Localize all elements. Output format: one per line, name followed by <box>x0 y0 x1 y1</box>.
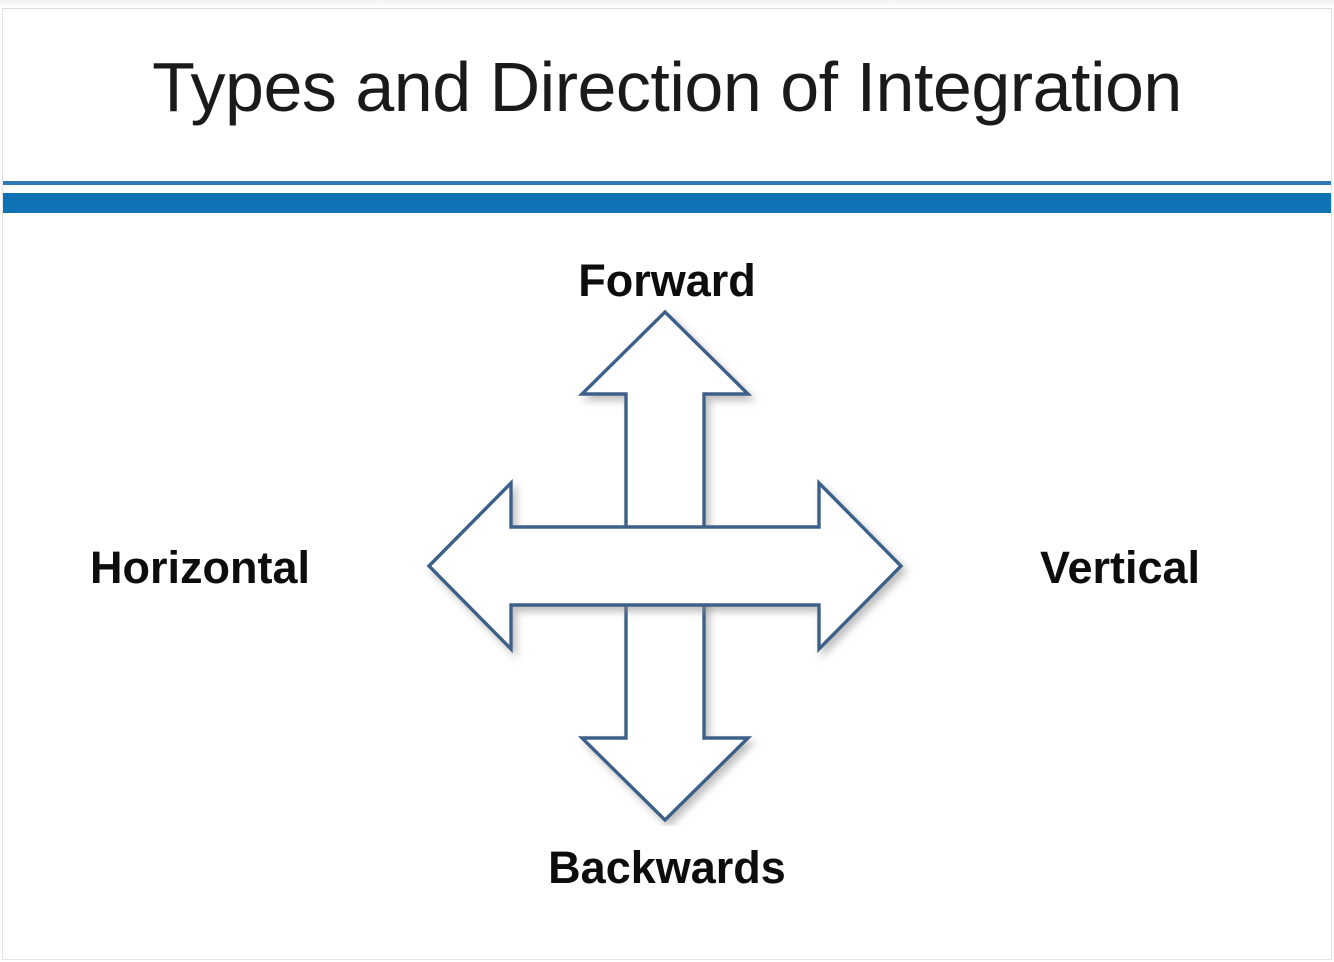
title-block: Types and Direction of Integration <box>0 46 1334 129</box>
arrow-horizontal-shape <box>426 478 904 654</box>
label-horizontal: Horizontal <box>90 542 310 593</box>
title-divider-thin-rule <box>3 181 1331 185</box>
label-vertical: Vertical <box>1039 542 1201 593</box>
label-backwards: Backwards <box>548 842 786 893</box>
label-forward: Forward <box>578 255 756 306</box>
four-way-arrow-icon <box>426 309 904 823</box>
diagram-area: Forward Horizontal Vertical Backwards <box>0 220 1334 940</box>
title-divider-thick-bar <box>3 193 1331 213</box>
page-title: Types and Direction of Integration <box>152 48 1182 126</box>
window-top-shadow <box>0 0 1334 8</box>
